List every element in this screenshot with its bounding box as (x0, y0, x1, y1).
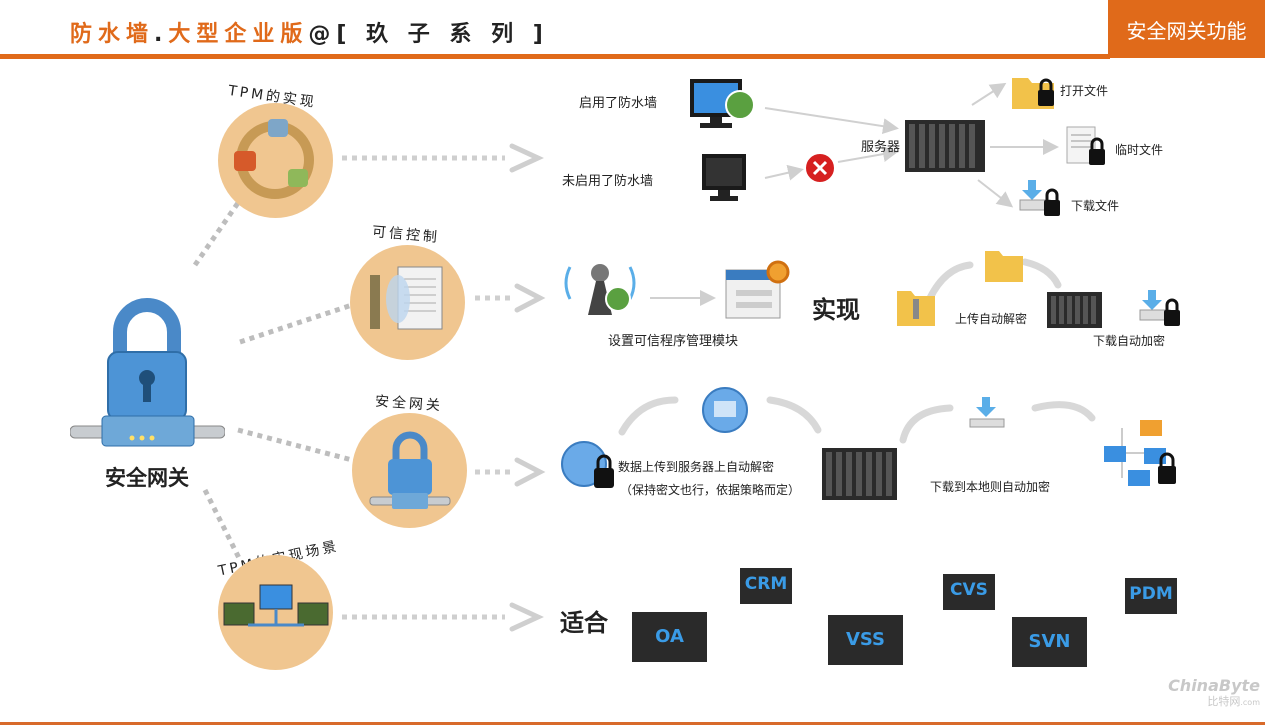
gateway-lock-icon (69, 290, 226, 450)
data-sphere-icon (700, 385, 750, 439)
download-lock-small-icon (1138, 288, 1186, 334)
wireless-icon (560, 255, 640, 327)
arrow-scenario (509, 602, 544, 632)
system-label-svn: SVN (1028, 631, 1071, 652)
system-label-pdm: PDM (1129, 584, 1173, 604)
server-rack-2-icon (822, 448, 897, 504)
upload-line1: 数据上传到服务器上自动解密 (618, 460, 775, 474)
monitor-off-icon (700, 150, 750, 212)
monitor-on-icon (688, 75, 758, 137)
system-label-crm: CRM (744, 574, 788, 594)
download-encrypt-text: 下载自动加密 (1093, 334, 1166, 348)
document-lock-icon (1065, 125, 1113, 173)
cloud-lock-icon (558, 440, 618, 496)
branch-tpm (192, 198, 243, 267)
footer-divider (0, 722, 1265, 725)
open-file-text: 打开文件 (1060, 84, 1109, 98)
gateway-circle (352, 413, 467, 528)
title-series: [ 玖 子 系 列 ] (336, 22, 549, 47)
server-crm: CRM (740, 568, 792, 604)
gateway-small-lock-icon (369, 431, 451, 509)
system-label-oa: OA (655, 626, 684, 647)
title-at: @ (308, 22, 337, 47)
server-cvs: CVS (943, 574, 995, 610)
watermark: ChinaByte 比特网.com (1168, 676, 1260, 709)
title-separator: . (154, 22, 169, 47)
trusted-module-text: 设置可信程序管理模块 (608, 334, 739, 349)
center-label: 安全网关 (105, 466, 189, 490)
blocked-icon (802, 150, 838, 190)
server-text: 服务器 (861, 140, 901, 155)
download-local-text: 下载到本地则自动加密 (930, 480, 1051, 494)
folder-lock-icon (1010, 70, 1058, 116)
folder-zip-icon (895, 285, 937, 333)
firewall-on-text: 启用了防水墙 (579, 96, 658, 111)
upload-decrypt-text: 上传自动解密 (955, 312, 1028, 326)
trusted-circle (350, 245, 465, 360)
title-part-enterprise: 大型企业版 (168, 22, 309, 47)
system-label-cvs: CVS (950, 580, 988, 600)
download-file-text: 下载文件 (1071, 199, 1120, 213)
branch-trusted (239, 302, 353, 345)
download-lock-icon (1018, 178, 1066, 224)
branch-scenario (202, 488, 243, 562)
watermark-domain: .com (1240, 698, 1260, 707)
tpm-circle (218, 103, 333, 218)
section-badge: 安全网关功能 (1108, 0, 1265, 58)
server-vss: VSS (828, 615, 903, 665)
header-divider (0, 54, 1110, 59)
arrow-tpm (509, 143, 544, 173)
app-window-gear-icon (722, 258, 800, 328)
server-svn: SVN (1012, 617, 1087, 667)
server-oa: OA (632, 612, 707, 662)
server-small-icon (1047, 292, 1102, 332)
tpm-cycle-icon (234, 119, 314, 199)
server-pdm: PDM (1125, 578, 1177, 614)
temp-file-text: 临时文件 (1115, 143, 1164, 157)
download-tray-icon (968, 395, 1008, 437)
scenario-circle (218, 555, 333, 670)
system-label-vss: VSS (845, 629, 886, 650)
title-part-firewall: 防水墙 (70, 22, 155, 47)
arrow-gateway (514, 457, 546, 487)
watermark-sub: 比特网 (1207, 695, 1241, 708)
branch-gateway (237, 427, 353, 463)
page-title: 防水墙.大型企业版@[ 玖 子 系 列 ] (70, 16, 549, 48)
network-lock-icon (1100, 418, 1185, 497)
server-rack-icon (905, 120, 985, 176)
upload-line2: （保持密文也行，依据策略而定） (620, 483, 801, 497)
folder-open-icon (983, 245, 1025, 289)
trusted-doc-icon (370, 266, 443, 330)
firewall-off-text: 未启用了防水墙 (562, 174, 654, 189)
arrow-trusted (514, 283, 546, 313)
suitable-text: 适合 (560, 609, 608, 637)
realize-text: 实现 (812, 296, 860, 324)
watermark-name: ChinaByte (1168, 676, 1260, 695)
scenario-monitors-icon (223, 584, 329, 627)
